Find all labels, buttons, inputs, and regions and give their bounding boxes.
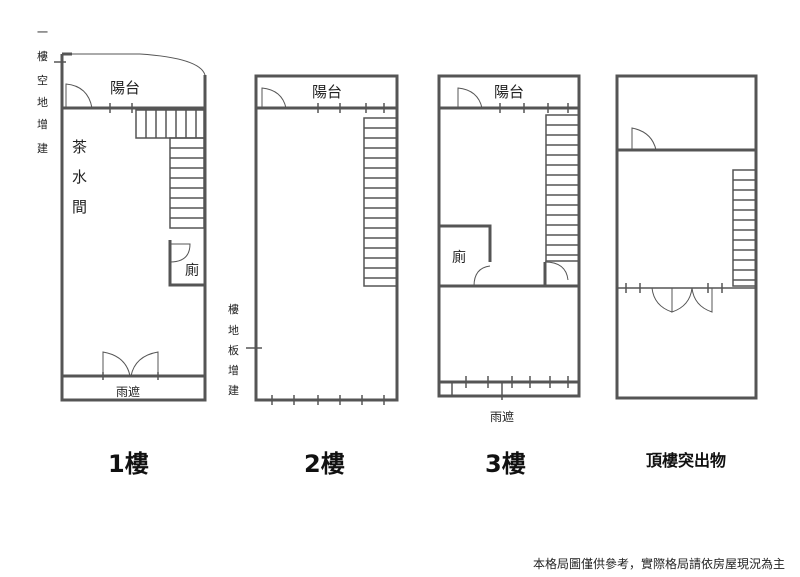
floor-3-window-ticks	[499, 103, 569, 113]
tea-room-char-1: 茶	[72, 138, 87, 156]
floor-2-bottom-window-ticks	[271, 395, 385, 405]
tea-room-char-2: 水	[72, 168, 87, 186]
side-note-2-char-5: 建	[228, 383, 239, 397]
tea-room-char-3: 間	[72, 198, 87, 216]
floor-1-title: 1樓	[108, 450, 149, 478]
floor-3-title: 3樓	[485, 450, 526, 478]
floor-3-plan: 陽台 廁 雨遮	[437, 74, 581, 424]
floor-3-outer-wall	[437, 74, 581, 398]
floor-1-canopy-label: 雨遮	[116, 384, 140, 399]
floor-1-entry-doors	[102, 351, 159, 380]
floor-2-balcony-door	[261, 87, 287, 109]
side-note-1-char-5: 增	[37, 117, 48, 131]
rooftop-outer-wall	[615, 74, 758, 400]
floor-1-door-arc	[139, 53, 206, 76]
side-note-1-char-2: 樓	[37, 49, 48, 63]
floor-1-window-ticks	[109, 103, 133, 113]
side-note-1-char-4: 地	[37, 96, 48, 109]
floor-3-balcony-label: 陽台	[494, 83, 524, 101]
rooftop-title: 頂樓突出物	[646, 451, 726, 470]
floor-3-toilet-label: 廁	[452, 249, 466, 266]
side-note-1-char-6: 建	[37, 141, 48, 155]
floor-3-balcony-door	[457, 87, 483, 109]
floor-1-tea-room-label: 茶 水 間	[72, 138, 87, 216]
floor-1-toilet-label: 廁	[185, 262, 199, 279]
rooftop-partition	[617, 283, 756, 313]
floor-1-plan: 陽台 廁 雨遮 茶 水 間 一 樓 空 地 增 建	[37, 26, 207, 402]
floor-1-toilet	[168, 240, 205, 287]
floor-2-side-note: 樓 地 板 增 建	[228, 302, 262, 397]
floor-3-toilet	[439, 224, 579, 288]
side-note-2-char-4: 增	[228, 363, 239, 377]
side-note-1-char-3: 空	[37, 73, 48, 87]
floor-2-balcony-label: 陽台	[312, 83, 342, 101]
floor-3-canopy-label: 雨遮	[490, 409, 514, 424]
rooftop-stair	[732, 169, 757, 287]
footer-disclaimer: 本格局圖僅供參考，實際格局請依房屋現況為主	[533, 556, 785, 571]
floor-1-balcony-label: 陽台	[110, 79, 140, 97]
side-note-2-char-1: 樓	[228, 302, 239, 316]
side-note-1-char-1: 一	[37, 26, 48, 39]
floor-1-balcony-door	[65, 83, 93, 109]
floor-3-canopy	[439, 376, 579, 400]
side-note-2-char-2: 地	[228, 324, 239, 337]
floor-2-window-ticks	[317, 103, 385, 113]
rooftop-door	[631, 127, 657, 151]
floor-1-side-note: 一 樓 空 地 增 建	[37, 26, 66, 155]
rooftop-plan	[615, 74, 758, 400]
floor-1-outer-wall	[60, 54, 207, 402]
floor-1-stair	[135, 109, 205, 229]
floor-2-plan: 陽台 樓 地 板 增 建	[228, 74, 399, 405]
floor-3-stair	[545, 114, 580, 262]
floor-2-stair	[363, 117, 398, 287]
side-note-2-char-3: 板	[228, 343, 239, 357]
floor-2-title: 2樓	[304, 450, 345, 478]
